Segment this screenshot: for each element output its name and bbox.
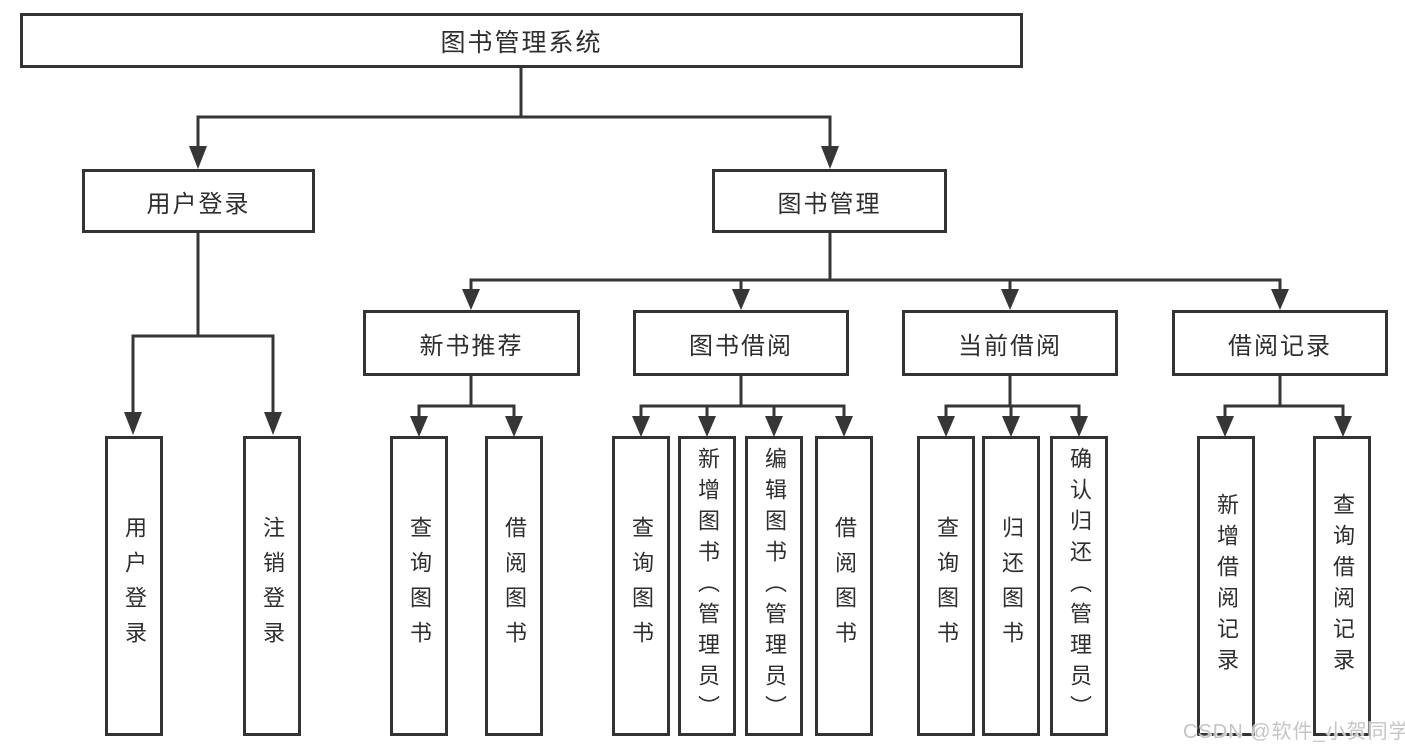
node-label: 归还图书: [999, 516, 1024, 656]
node-leaf-query-borrow-record: 查询借阅记录: [1313, 436, 1371, 736]
node-leaf-add-borrow-record: 新增借阅记录: [1197, 436, 1255, 736]
arrowhead: [732, 289, 750, 310]
node-current-borrowing: 当前借阅: [902, 310, 1118, 376]
arrowhead: [937, 416, 955, 437]
arrowhead: [505, 416, 523, 437]
arrowhead: [632, 416, 650, 437]
node-label: 用户登录: [122, 516, 147, 656]
node-borrowing-records: 借阅记录: [1172, 310, 1388, 376]
arrowhead: [264, 412, 282, 435]
node-leaf-confirm-return-admin: 确认归还（管理员）: [1050, 436, 1108, 736]
arrowhead: [1002, 416, 1020, 437]
arrowhead: [1271, 289, 1289, 310]
arrowhead: [1334, 416, 1352, 437]
node-label: 注销登录: [260, 516, 285, 656]
node-label: 查询借阅记录: [1330, 493, 1355, 679]
node-label: 编辑图书（管理员）: [762, 446, 787, 726]
arrowhead: [410, 416, 428, 437]
connector-book-borrow-to-leaves: [639, 376, 846, 422]
node-label: 新增图书（管理员）: [695, 446, 720, 726]
node-leaf-query-books-2: 查询图书: [612, 436, 670, 736]
node-label: 借阅图书: [502, 516, 527, 656]
node-leaf-borrow-books-1: 借阅图书: [485, 436, 543, 736]
node-label: 查询图书: [934, 516, 959, 656]
csdn-watermark: CSDN @软件_小贺同学: [1183, 721, 1405, 743]
arrowhead: [698, 416, 716, 437]
node-label: 确认归还（管理员）: [1067, 446, 1092, 726]
node-label: 借阅图书: [832, 516, 857, 656]
connector-user-login-to-leaves: [131, 233, 275, 418]
node-label: 查询图书: [407, 516, 432, 656]
node-book-management: 图书管理: [712, 169, 947, 233]
node-label: 查询图书: [629, 516, 654, 656]
node-new-book-recommendation: 新书推荐: [363, 310, 580, 376]
arrowhead: [189, 146, 207, 169]
arrowhead: [1001, 289, 1019, 310]
node-leaf-return-books: 归还图书: [982, 436, 1040, 736]
arrowhead: [821, 146, 839, 169]
arrowhead: [124, 412, 142, 435]
node-leaf-edit-books-admin: 编辑图书（管理员）: [745, 436, 803, 736]
node-book-borrowing: 图书借阅: [633, 310, 849, 376]
arrowhead: [765, 416, 783, 437]
connector-root-to-level2: [196, 68, 832, 152]
node-leaf-user-login: 用户登录: [105, 436, 163, 736]
arrowhead: [462, 289, 480, 310]
node-leaf-query-books-3: 查询图书: [917, 436, 975, 736]
arrowhead: [1070, 416, 1088, 437]
node-user-login: 用户登录: [82, 169, 315, 233]
node-leaf-query-books-1: 查询图书: [390, 436, 448, 736]
connector-new-book-to-leaves: [417, 376, 516, 422]
node-leaf-add-books-admin: 新增图书（管理员）: [678, 436, 736, 736]
arrowhead: [835, 416, 853, 437]
connector-book-mgmt-to-level3: [469, 232, 1282, 294]
arrowhead: [1216, 416, 1234, 437]
node-label: 新增借阅记录: [1214, 493, 1239, 679]
node-leaf-borrow-books-2: 借阅图书: [815, 436, 873, 736]
connector-borrow-records-to-leaves: [1223, 375, 1345, 422]
connector-current-borrow-to-leaves: [944, 376, 1081, 422]
node-leaf-logout: 注销登录: [243, 436, 301, 736]
node-library-management-system: 图书管理系统: [20, 13, 1023, 68]
